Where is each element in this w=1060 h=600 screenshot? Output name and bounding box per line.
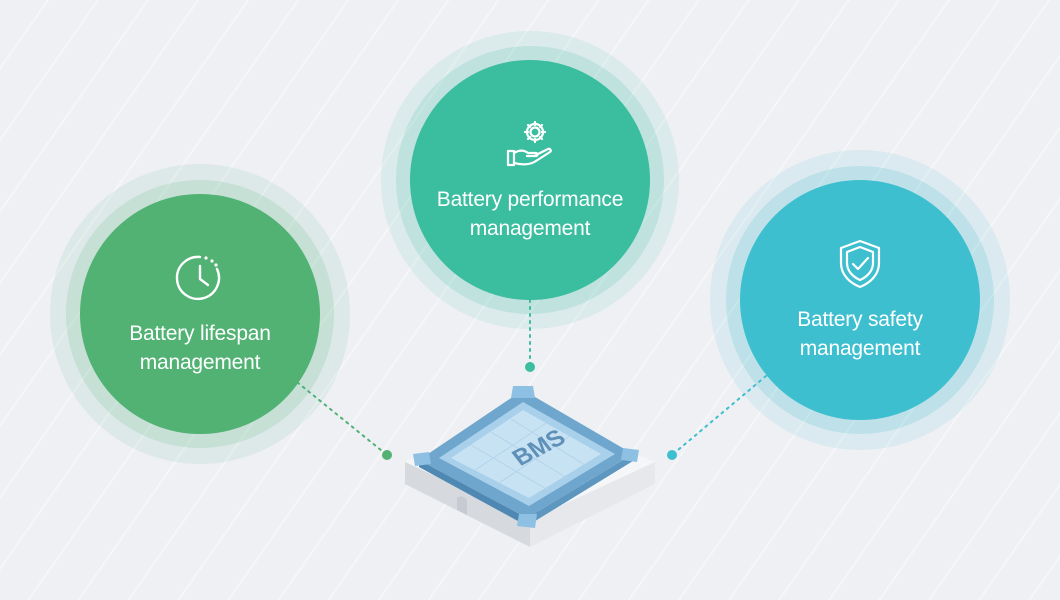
- node-performance-label: Battery performance management: [436, 188, 624, 240]
- chip-corner-top: [511, 386, 535, 398]
- chip-base-right: [530, 462, 655, 547]
- chip-corner-left: [413, 452, 431, 466]
- node-safety-label: Battery safety management: [797, 308, 923, 360]
- shield-check-icon: [839, 239, 881, 289]
- node-safety-circle: Battery safety management: [740, 180, 980, 420]
- chip-die-grid: [470, 418, 586, 491]
- chip-frame-left-side: [419, 460, 527, 526]
- chip-frame-right-side: [527, 454, 633, 526]
- hand-gear-icon: [506, 120, 552, 167]
- connector-lifespan: [291, 377, 388, 456]
- node-performance-circle: Battery performance management: [410, 60, 650, 300]
- chip-corner-right: [621, 448, 639, 462]
- bms-chip-icon: BMS: [405, 386, 655, 547]
- chip-corner-bottom: [517, 514, 537, 528]
- chip-base-notch: [457, 496, 468, 515]
- node-lifespan-label: Battery lifespan management: [129, 322, 271, 374]
- clock-icon: [175, 255, 221, 301]
- node-lifespan-circle: Battery lifespan management: [80, 194, 320, 434]
- chip-base-left: [405, 462, 530, 547]
- connector-dot-lifespan: [382, 450, 392, 460]
- connector-dot-safety: [667, 450, 677, 460]
- connector-safety: [671, 375, 767, 456]
- connector-dot-performance: [525, 362, 535, 372]
